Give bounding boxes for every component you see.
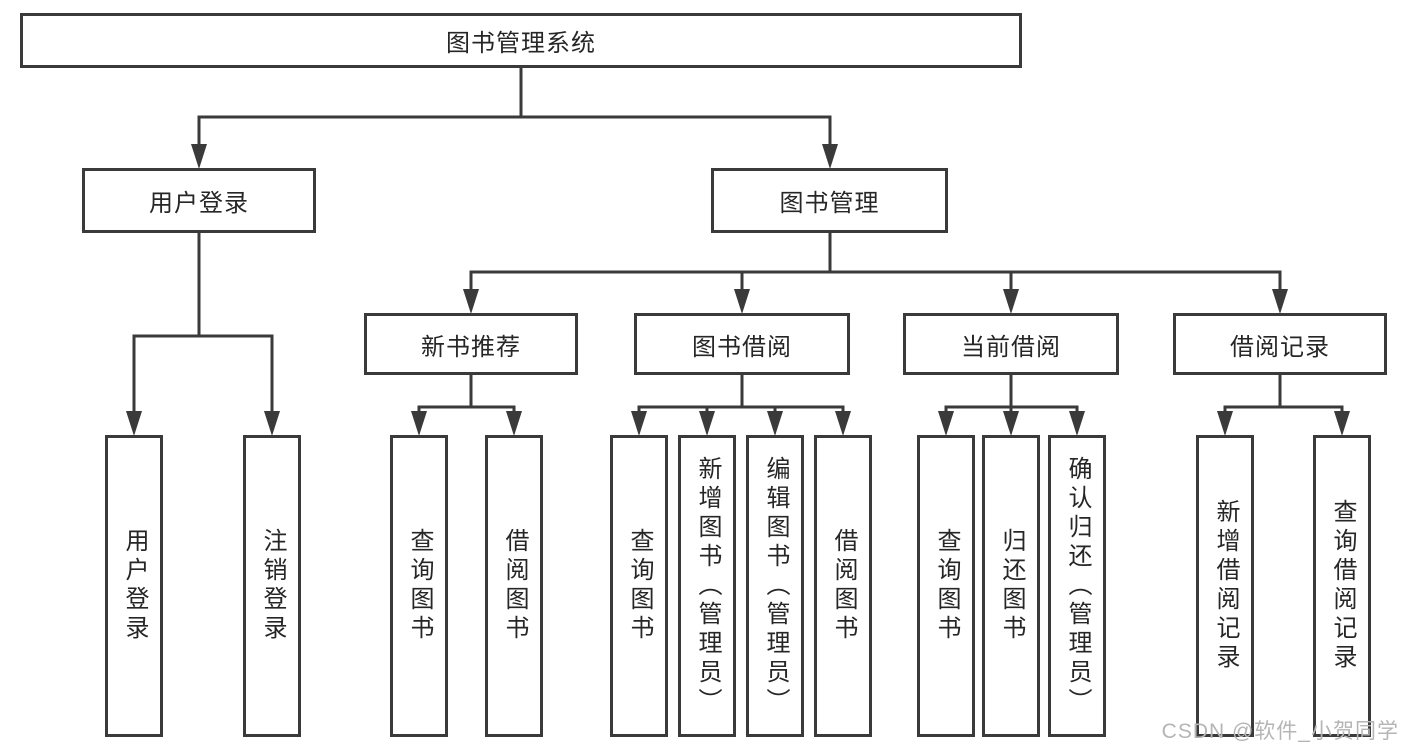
csdn-watermark: CSDN @软件_小贺同学 <box>1161 720 1399 743</box>
leaf-logout-label: 注销登录 <box>259 528 286 644</box>
node-borrowing-records-label: 借阅记录 <box>1230 333 1330 361</box>
node-book-borrowing: 图书借阅 <box>634 313 850 375</box>
node-book-management: 图书管理 <box>711 168 948 233</box>
leaf-query-books-current: 查询图书 <box>917 435 975 737</box>
leaf-return-books-label: 归还图书 <box>998 528 1025 644</box>
leaf-borrow-books: 借阅图书 <box>814 435 872 737</box>
leaf-borrow-books-recommend: 借阅图书 <box>485 435 543 737</box>
node-borrowing-records: 借阅记录 <box>1173 313 1387 375</box>
leaf-user-login-label: 用户登录 <box>121 528 148 644</box>
leaf-add-books-admin-label: 新增图书（管理员） <box>694 455 721 717</box>
leaf-return-books: 归还图书 <box>982 435 1040 737</box>
leaf-edit-books-admin: 编辑图书（管理员） <box>746 435 804 737</box>
node-book-management-label: 图书管理 <box>779 190 880 217</box>
leaf-add-borrow-record-label: 新增借阅记录 <box>1212 499 1239 673</box>
leaf-confirm-return-admin: 确认归还（管理员） <box>1048 435 1106 737</box>
leaf-user-login: 用户登录 <box>105 435 163 737</box>
node-new-book-recommend-label: 新书推荐 <box>421 333 521 361</box>
leaf-add-borrow-record: 新增借阅记录 <box>1196 435 1254 737</box>
leaf-query-books-borrow-label: 查询图书 <box>626 528 653 644</box>
leaf-query-books-borrow: 查询图书 <box>610 435 668 737</box>
leaf-logout: 注销登录 <box>243 435 301 737</box>
node-new-book-recommend: 新书推荐 <box>364 313 578 375</box>
leaf-query-books-current-label: 查询图书 <box>933 528 960 644</box>
leaf-borrow-books-recommend-label: 借阅图书 <box>501 528 528 644</box>
leaf-query-borrow-record-label: 查询借阅记录 <box>1329 499 1356 673</box>
node-current-borrowing: 当前借阅 <box>903 313 1119 375</box>
leaf-confirm-return-admin-label: 确认归还（管理员） <box>1064 455 1091 717</box>
leaf-add-books-admin: 新增图书（管理员） <box>678 435 736 737</box>
leaf-borrow-books-label: 借阅图书 <box>830 528 857 644</box>
node-root-system: 图书管理系统 <box>20 13 1022 68</box>
leaf-query-books-recommend: 查询图书 <box>390 435 448 737</box>
node-user-login-label: 用户登录 <box>149 190 249 217</box>
node-book-borrowing-label: 图书借阅 <box>692 333 792 361</box>
leaf-query-borrow-record: 查询借阅记录 <box>1313 435 1371 737</box>
leaf-query-books-recommend-label: 查询图书 <box>406 528 433 644</box>
leaf-edit-books-admin-label: 编辑图书（管理员） <box>762 455 789 717</box>
node-root-label: 图书管理系统 <box>446 30 596 57</box>
node-current-borrowing-label: 当前借阅 <box>961 333 1061 361</box>
node-user-login: 用户登录 <box>82 168 316 233</box>
